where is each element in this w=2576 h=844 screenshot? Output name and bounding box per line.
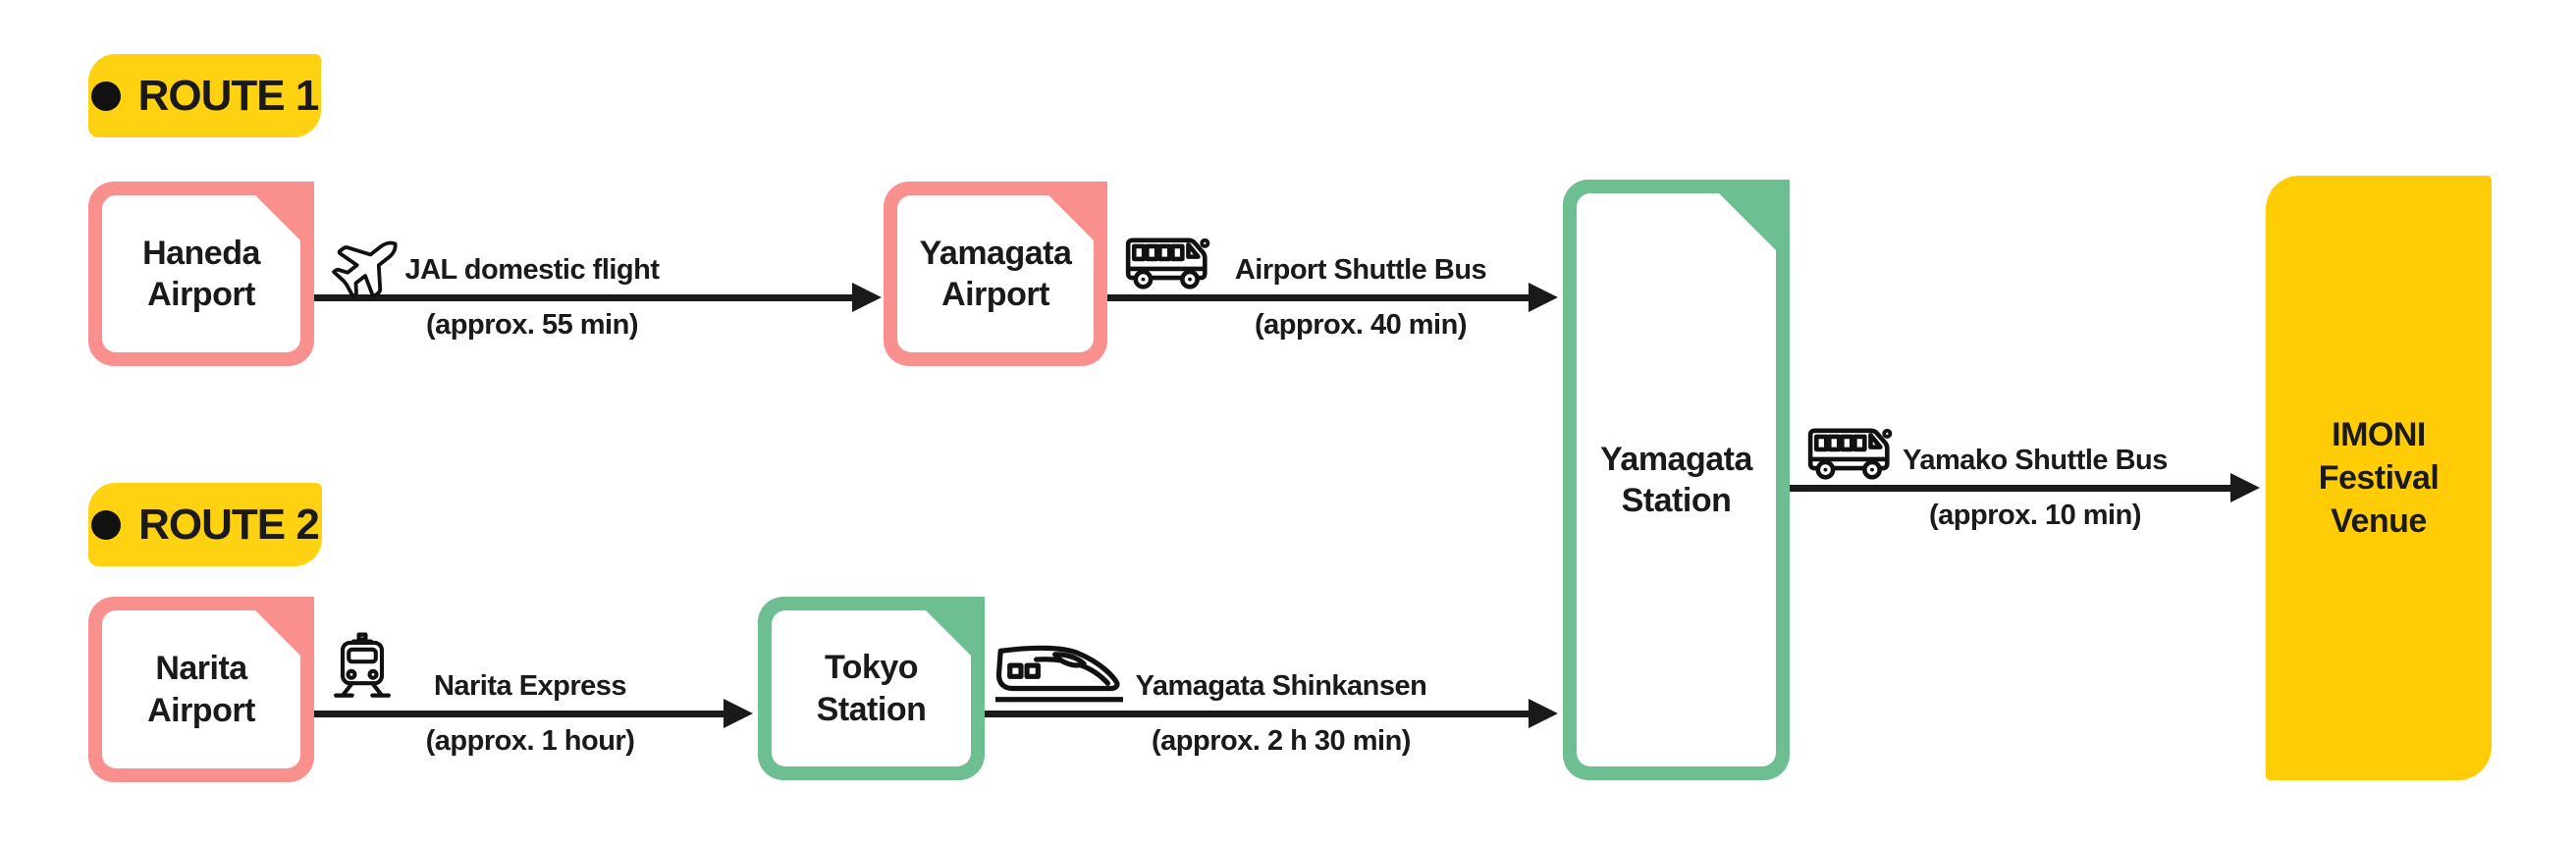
node-text-line: Haneda xyxy=(142,234,260,272)
arrowhead-icon xyxy=(1529,699,1558,728)
node-text-line: Airport xyxy=(941,276,1049,313)
bullet-icon xyxy=(91,509,122,540)
node-yamagata-airport: Yamagata Airport xyxy=(884,182,1107,366)
leg-jal-duration: (approx. 55 min) xyxy=(426,309,639,341)
leg-yamako-duration: (approx. 10 min) xyxy=(1929,500,2142,531)
node-yamagata-station: Yamagata Station xyxy=(1563,180,1790,780)
node-haneda-airport-label: Haneda Airport xyxy=(102,195,300,352)
node-text-line: Tokyo xyxy=(824,649,919,686)
leg-shinkansen-duration: (approx. 2 h 30 min) xyxy=(1152,725,1411,757)
node-narita-airport-label: Narita Airport xyxy=(102,610,300,768)
node-haneda-airport: Haneda Airport xyxy=(88,182,314,366)
route1-label: ROUTE 1 xyxy=(88,54,321,137)
node-yamagata-airport-label: Yamagata Airport xyxy=(897,195,1094,352)
leg-yamako-title: Yamako Shuttle Bus xyxy=(1903,445,2168,476)
node-text-line: IMONI xyxy=(2332,415,2426,453)
bus-icon xyxy=(1122,226,1212,298)
leg-narita-express-duration: (approx. 1 hour) xyxy=(425,725,635,757)
bus-icon xyxy=(1804,416,1895,489)
node-text-line: Festival xyxy=(2318,458,2440,497)
arrow-line-narita-to-tokyo xyxy=(314,711,724,717)
node-text-line: Venue xyxy=(2331,502,2427,541)
arrowhead-icon xyxy=(724,699,753,728)
train-icon xyxy=(332,624,393,709)
bullet-icon xyxy=(90,80,121,111)
airplane-icon xyxy=(324,228,412,302)
leg-shinkansen-title: Yamagata Shinkansen xyxy=(1135,670,1427,702)
leg-narita-express-title: Narita Express xyxy=(433,670,627,702)
node-imoni-festival-venue: IMONI Festival Venue xyxy=(2266,176,2492,780)
arrow-line-yamagata-airport-to-station xyxy=(1107,294,1529,301)
node-text-line: Station xyxy=(816,690,927,728)
node-text-line: Airport xyxy=(147,691,255,729)
arrowhead-icon xyxy=(2230,473,2260,502)
arrowhead-icon xyxy=(1529,283,1558,312)
arrow-line-station-to-venue xyxy=(1790,485,2230,492)
node-text-line: Yamagata xyxy=(919,234,1072,272)
node-tokyo-station: Tokyo Station xyxy=(758,597,985,780)
leg-airport-shuttle-duration: (approx. 40 min) xyxy=(1255,309,1468,341)
node-tokyo-station-label: Tokyo Station xyxy=(772,610,971,766)
leg-jal-title: JAL domestic flight xyxy=(404,254,660,286)
node-yamagata-station-label: Yamagata Station xyxy=(1577,193,1776,766)
node-text-line: Yamagata xyxy=(1600,440,1752,478)
arrow-line-haneda-to-yamagata-airport xyxy=(314,294,852,301)
route2-label: ROUTE 2 xyxy=(88,483,322,566)
arrow-line-tokyo-to-yamagata-station xyxy=(985,711,1529,717)
node-text-line: Station xyxy=(1621,482,1732,519)
arrowhead-icon xyxy=(852,283,882,312)
leg-airport-shuttle-title: Airport Shuttle Bus xyxy=(1234,254,1487,286)
route1-label-text: ROUTE 1 xyxy=(137,71,320,120)
node-narita-airport: Narita Airport xyxy=(88,597,314,782)
shinkansen-icon xyxy=(982,634,1137,711)
node-text-line: Airport xyxy=(147,276,255,313)
node-text-line: Narita xyxy=(155,650,247,687)
route2-label-text: ROUTE 2 xyxy=(138,500,320,549)
